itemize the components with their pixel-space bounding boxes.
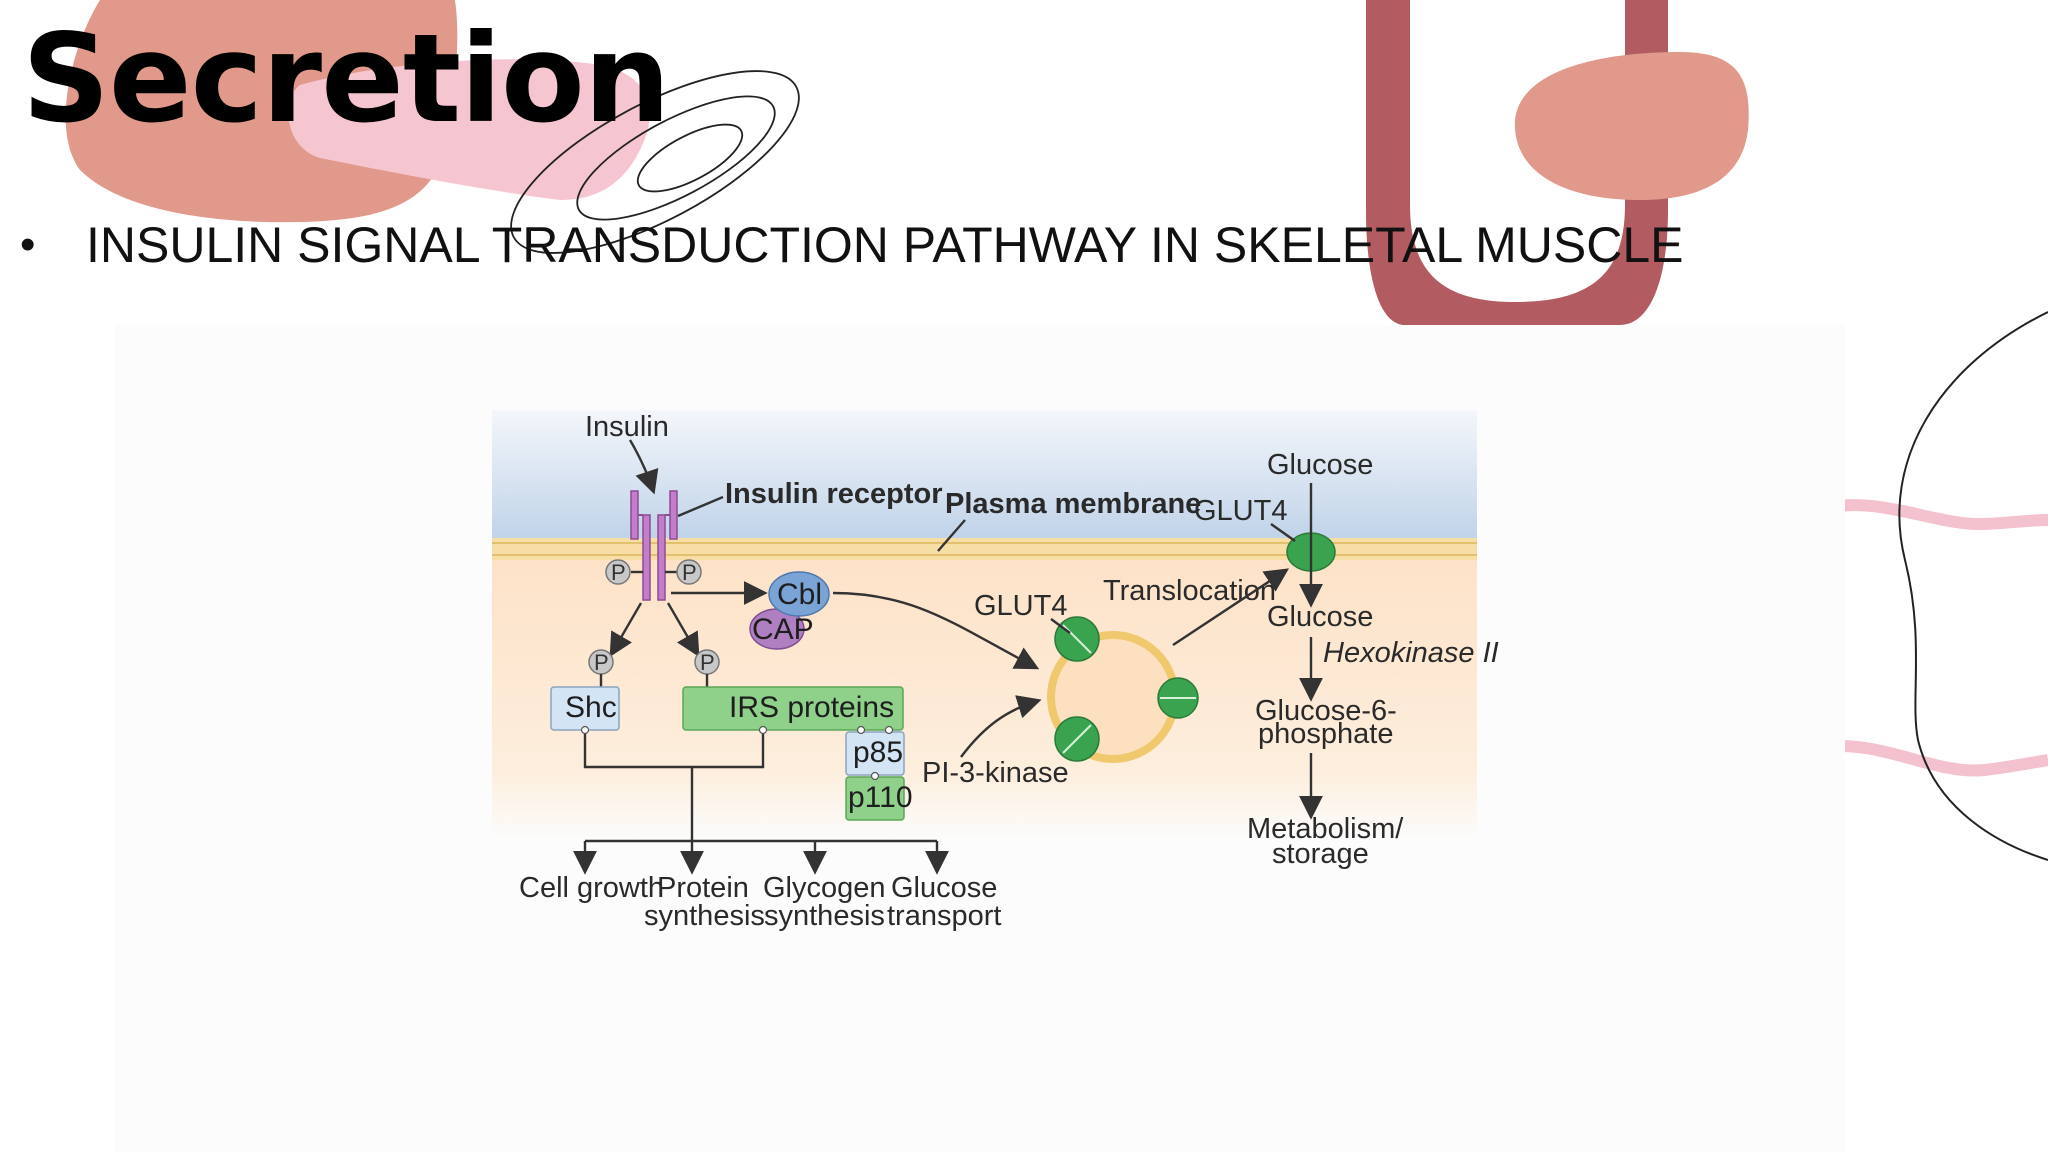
pink-blob: [288, 59, 650, 200]
receptor-phosphate-left: P: [605, 559, 643, 585]
vesicle-glut4-bottom: [1054, 716, 1100, 762]
hexokinase-label: Hexokinase II: [1323, 637, 1499, 669]
pi3-kinase-label: PI-3-kinase: [922, 757, 1069, 789]
slide-title: Secretion: [22, 8, 671, 150]
metabolism-label-line2: storage: [1272, 838, 1369, 870]
insulin-label: Insulin: [585, 411, 669, 443]
svg-text:CAP: CAP: [752, 613, 814, 646]
bullet-text: INSULIN SIGNAL TRANSDUCTION PATHWAY IN S…: [86, 217, 1684, 273]
svg-text:Cbl: Cbl: [777, 578, 822, 611]
cbl-protein: Cbl: [768, 571, 830, 617]
output-glycogen-line1: Glycogen: [763, 872, 886, 904]
glut4-vesicle-label: GLUT4: [974, 590, 1067, 622]
irs-phosphate: P: [694, 649, 720, 687]
figure-panel: Insulin Insulin receptor Plasma membrane…: [115, 325, 1845, 1152]
glucose-intracellular-label: Glucose: [1267, 601, 1373, 633]
glut4-membrane-label: GLUT4: [1194, 495, 1287, 527]
shc-label: Shc: [565, 691, 617, 724]
salmon-oval-top-right: [1514, 52, 1749, 200]
cap-protein: CAP: [749, 608, 814, 650]
vesicle-glut4-top: [1054, 616, 1100, 662]
metabolism-label-line1: Metabolism/: [1247, 813, 1404, 845]
irs-proteins-box: [682, 686, 904, 731]
svg-text:P: P: [594, 650, 609, 675]
pink-wave-upper: [1837, 499, 2048, 531]
pink-wave-lower: [1837, 739, 2048, 777]
output-glycogen-line2: synthesis: [764, 900, 885, 932]
output-glucose-line1: Glucose: [891, 872, 997, 904]
output-protein-line2: synthesis: [644, 900, 765, 932]
svg-text:P: P: [682, 560, 697, 585]
svg-text:P: P: [700, 650, 715, 675]
shc-phosphate: P: [588, 649, 614, 687]
insulin-receptor-label: Insulin receptor: [725, 478, 943, 510]
loop-outline: [510, 70, 800, 254]
g6p-label-line2: phosphate: [1258, 718, 1393, 750]
plasma-membrane-label: Plasma membrane: [945, 488, 1201, 520]
receptor-phosphate-right: P: [665, 559, 702, 585]
insulin-pathway-diagram: Insulin Insulin receptor Plasma membrane…: [492, 410, 1499, 932]
g6p-label-line1: Glucose-6-: [1255, 695, 1397, 727]
maroon-u-shape: [1366, 0, 1668, 325]
p85-label: p85: [853, 736, 903, 769]
bullet-dot: •: [20, 220, 36, 269]
vesicle-glut4-right: [1157, 677, 1199, 719]
glucose-extracellular-label: Glucose: [1267, 449, 1373, 481]
output-glucose-line2: transport: [887, 900, 1001, 932]
output-cell-growth: Cell growth: [519, 872, 664, 904]
svg-text:P: P: [611, 560, 626, 585]
insulin-receptor: [630, 490, 678, 601]
outline-curve-right: [1898, 311, 2048, 861]
p110-label: p110: [848, 781, 913, 814]
irs-proteins-label: IRS proteins: [729, 691, 894, 724]
output-protein-line1: Protein: [657, 872, 749, 904]
translocation-label: Translocation: [1103, 575, 1276, 607]
salmon-blob-top-left: [65, 0, 458, 223]
